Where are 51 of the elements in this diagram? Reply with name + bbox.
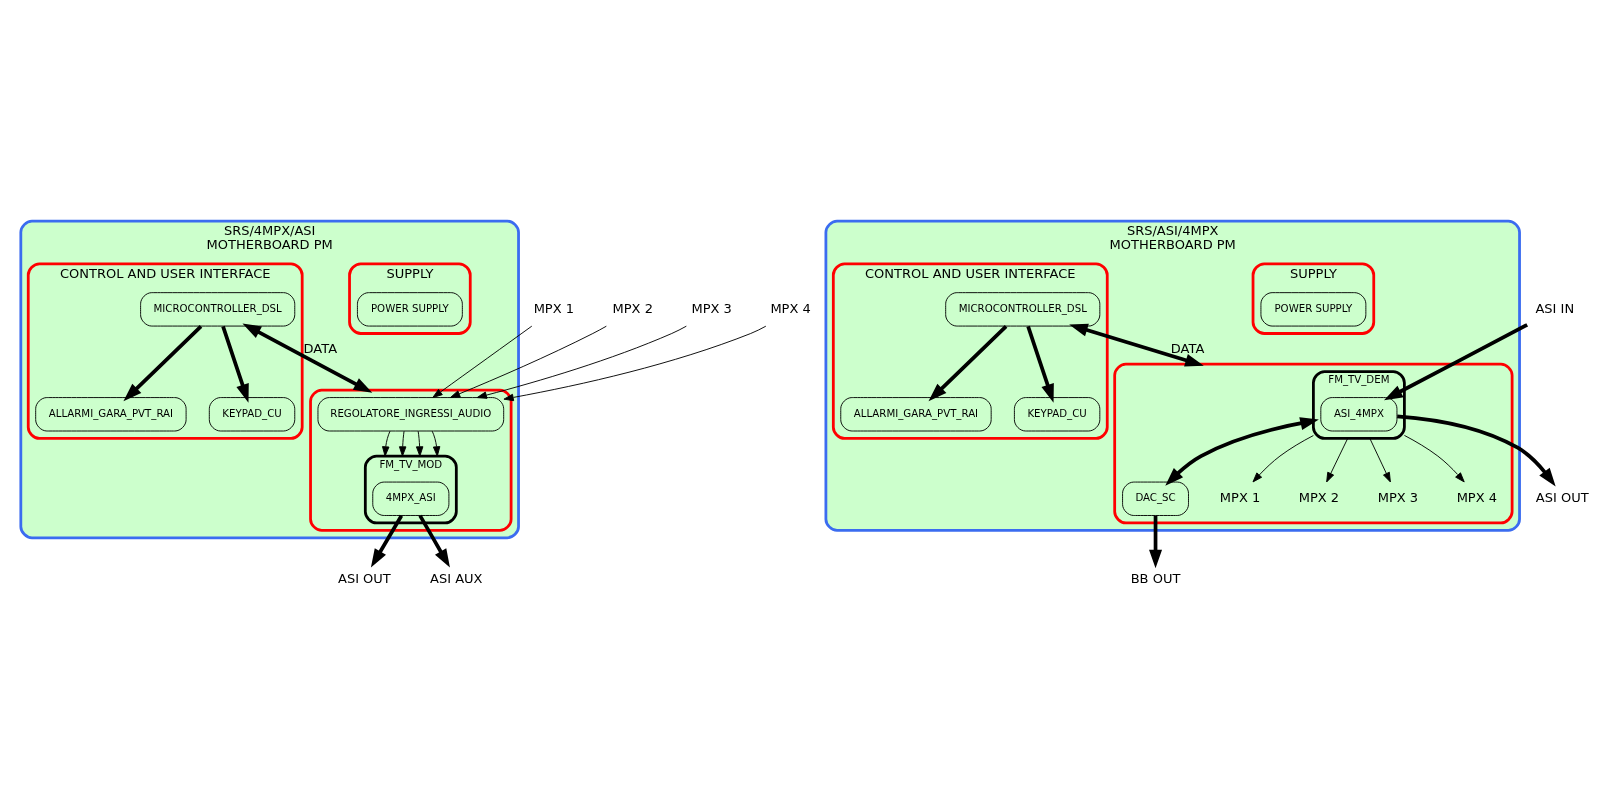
arrow — [450, 325, 607, 398]
arrow — [221, 325, 249, 403]
edge-label: DATA — [303, 340, 338, 356]
node-text: MPX 1 — [1219, 489, 1261, 505]
arrow — [123, 324, 203, 401]
arrow — [1149, 515, 1163, 568]
arrow — [1252, 434, 1314, 482]
arrow — [370, 514, 403, 568]
arrow — [503, 325, 767, 401]
arrow — [928, 324, 1008, 401]
arrow — [1069, 323, 1204, 367]
node-box: ALLARMI_GARA_PVT_RAI — [840, 396, 992, 431]
arrow — [476, 325, 687, 399]
arrow — [432, 325, 533, 398]
node-box: POWER SUPPLY — [1260, 291, 1367, 327]
node-text: MPX 3 — [691, 300, 732, 316]
node-box: ALLARMI_GARA_PVT_RAI — [35, 396, 187, 431]
node-box: KEYPAD_CU — [208, 396, 296, 431]
node-text: ASI OUT — [337, 570, 391, 586]
node-text: ASI AUX — [430, 570, 483, 586]
arrow — [418, 514, 450, 568]
arrow — [1165, 416, 1319, 486]
node-text: MPX 1 — [533, 300, 575, 316]
node-box: MICROCONTROLLER_DSL — [140, 291, 296, 327]
arrow — [1369, 437, 1391, 482]
node-text: MPX 2 — [612, 300, 653, 316]
node-text: BB OUT — [1130, 570, 1181, 586]
arrow — [398, 430, 407, 457]
node-box: REGOLATORE_INGRESSI_AUDIO — [317, 396, 505, 431]
node-text: MPX 2 — [1298, 489, 1340, 505]
node-text: MPX 3 — [1377, 489, 1419, 505]
node-box: POWER SUPPLY — [356, 291, 463, 327]
arrow — [415, 430, 424, 457]
node-text: MPX 4 — [770, 300, 811, 316]
node-text: ASI OUT — [1535, 489, 1589, 505]
arrow — [382, 430, 391, 457]
cluster — [1113, 362, 1514, 524]
node-box: 4MPX_ASI — [372, 481, 450, 516]
arrow — [431, 430, 441, 457]
arrow — [1403, 434, 1465, 482]
node-box: DAC_SC — [1122, 481, 1189, 516]
arrow — [1026, 325, 1054, 403]
arrow — [1397, 413, 1556, 486]
node-box: ASI_4MPX — [1320, 396, 1398, 431]
node-text: ASI IN — [1535, 300, 1575, 316]
edge-label: DATA — [1170, 340, 1205, 356]
node-box: KEYPAD_CU — [1013, 396, 1101, 431]
node-box: MICROCONTROLLER_DSL — [945, 291, 1101, 327]
node-text: MPX 4 — [1456, 489, 1498, 505]
arrow — [242, 323, 373, 393]
arrow — [1326, 437, 1349, 482]
